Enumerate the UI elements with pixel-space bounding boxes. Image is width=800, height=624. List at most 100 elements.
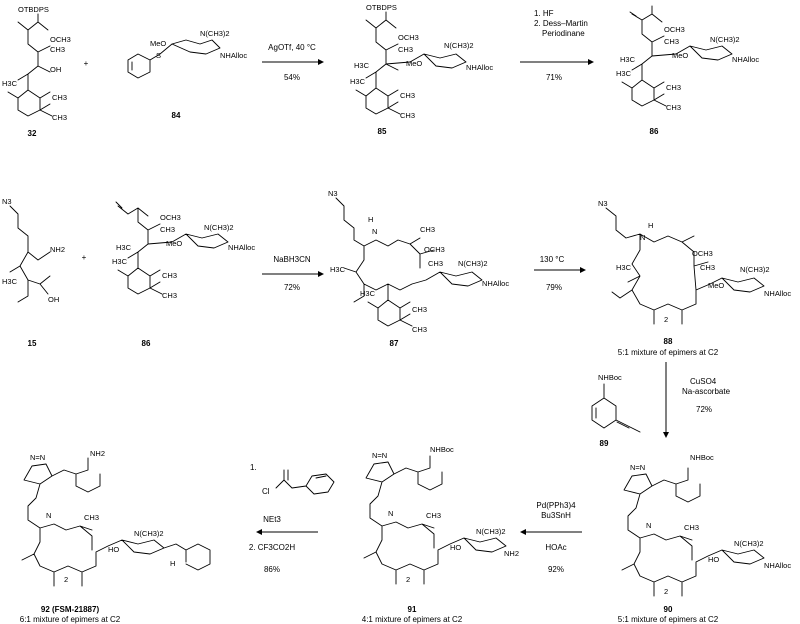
c87-label-10: H3C: [360, 289, 376, 298]
c91-caption: 4:1 mixture of epimers at C2: [362, 615, 463, 624]
c91-label-1: NHBoc: [430, 445, 454, 454]
c92-label-3: N: [46, 511, 51, 520]
c32-label-2: OCH3: [50, 35, 71, 44]
c87-label-6: CH3: [428, 259, 443, 268]
reaction-arrow-2: 1. HF 2. Dess–Martin Periodinane 71%: [520, 9, 594, 82]
c15-label-4: OH: [48, 295, 59, 304]
c86-label-1: OCH3: [664, 25, 685, 34]
r2-condition-3: Periodinane: [542, 29, 585, 38]
c90-label-5: N(CH3)2: [734, 539, 764, 548]
c85-label-7: NHAlloc: [466, 63, 493, 72]
c86b-label-5: N(CH3)2: [204, 223, 234, 232]
c92-label-4: CH3: [84, 513, 99, 522]
c86-label-4: MeO: [672, 51, 688, 60]
compound-number-92: 92 (FSM-21887): [41, 605, 100, 614]
c86-label-7: H3C: [616, 69, 632, 78]
c85-label-5: MeO: [406, 59, 422, 68]
r7-yield: 86%: [264, 565, 280, 574]
r6-yield: 92%: [548, 565, 564, 574]
c15-label-2: NH2: [50, 245, 65, 254]
c92-label-5: N(CH3)2: [134, 529, 164, 538]
c86-label-2: CH3: [664, 37, 679, 46]
compound-84: MeO S N(CH3)2 NHAlloc 84: [127, 29, 247, 120]
compound-number-89: 89: [600, 439, 609, 448]
reaction-arrow-1: AgOTf, 40 °C 54%: [262, 43, 324, 82]
c91-label-8: 2: [406, 575, 410, 584]
reaction-arrow-6: Pd(PPh3)4 Bu3SnH HOAc 92%: [520, 501, 582, 574]
c15-label-3: H3C: [2, 277, 18, 286]
c89-label-1: NHBoc: [598, 373, 622, 382]
compound-32: OTBDPS OCH3 CH3 OH H3C CH3 CH3 32: [2, 5, 71, 138]
c87-label-7: H3C: [330, 265, 346, 274]
r7-condition-4: 2. CF3CO2H: [249, 543, 295, 552]
c86-label-6: NHAlloc: [732, 55, 759, 64]
c87-label-11: CH3: [412, 305, 427, 314]
c90-caption: 5:1 mixture of epimers at C2: [618, 615, 719, 624]
c85-label-10: CH3: [400, 111, 415, 120]
c90-label-1: NHBoc: [690, 453, 714, 462]
compound-number-15: 15: [28, 339, 37, 348]
compound-number-86-row2: 86: [142, 339, 151, 348]
c88-caption: 5:1 mixture of epimers at C2: [618, 348, 719, 357]
c87-label-9: NHAlloc: [482, 279, 509, 288]
c88-label-5: CH3: [700, 263, 715, 272]
r7-condition-3: NEt3: [263, 515, 281, 524]
c91-label-6: HO: [450, 543, 461, 552]
c32-label-6: CH3: [52, 93, 67, 102]
c91-label-3: N: [388, 509, 393, 518]
c85-label-2: OCH3: [398, 33, 419, 42]
c88-label-3: N: [640, 233, 645, 242]
c87-label-4: CH3: [420, 225, 435, 234]
compound-90: NHBoc N=N N CH3 N(CH3)2 HO NHAlloc 2 90 …: [618, 453, 792, 624]
r5-condition-2: Na-ascorbate: [682, 387, 731, 396]
c86b-label-2: CH3: [160, 225, 175, 234]
c91-label-4: CH3: [426, 511, 441, 520]
c32-label-4: OH: [50, 65, 61, 74]
c90-label-6: HO: [708, 555, 719, 564]
reaction-arrow-5: CuSO4 Na-ascorbate 72%: [663, 362, 731, 438]
c90-label-8: 2: [664, 587, 668, 596]
c87-label-2: N: [372, 227, 377, 236]
c15-label-1: N3: [2, 197, 12, 206]
c86-label-3: H3C: [620, 55, 636, 64]
r4-condition-1: 130 °C: [540, 255, 565, 264]
c92-label-6: HO: [108, 545, 119, 554]
c85-label-9: CH3: [400, 91, 415, 100]
c87-label-3: H: [368, 215, 373, 224]
c88-label-7: MeO: [708, 281, 724, 290]
c85-label-4: H3C: [354, 61, 370, 70]
c86b-label-7: H3C: [112, 257, 128, 266]
c86b-label-6: NHAlloc: [228, 243, 255, 252]
c86-label-5: N(CH3)2: [710, 35, 740, 44]
c87-label-1: N3: [328, 189, 338, 198]
r7-condition-2: Cl: [262, 487, 270, 496]
c92-caption: 6:1 mixture of epimers at C2: [20, 615, 121, 624]
c92-label-1: NH2: [90, 449, 105, 458]
r6-condition-1: Pd(PPh3)4: [536, 501, 576, 510]
r5-yield: 72%: [696, 405, 712, 414]
compound-number-86-top: 86: [650, 127, 659, 136]
c86b-label-1: OCH3: [160, 213, 181, 222]
compound-91: NHBoc N=N N CH3 N(CH3)2 HO NH2 2 91 4:1 …: [362, 445, 519, 624]
c91-label-5: N(CH3)2: [476, 527, 506, 536]
plus-sign-2: +: [82, 253, 87, 262]
c85-label-3: CH3: [398, 45, 413, 54]
compound-85: OTBDPS OCH3 CH3 H3C MeO N(CH3)2 NHAlloc …: [350, 3, 493, 136]
r2-condition-1: 1. HF: [534, 9, 554, 18]
r1-condition-1: AgOTf, 40 °C: [268, 43, 316, 52]
c90-label-7: NHAlloc: [764, 561, 791, 570]
c88-label-6: N(CH3)2: [740, 265, 770, 274]
c88-label-4: OCH3: [692, 249, 713, 258]
c87-label-8: N(CH3)2: [458, 259, 488, 268]
c92-label-8: 2: [64, 575, 68, 584]
compound-87: N3 N H CH3 OCH3 CH3 H3C N(CH3)2 NHAlloc …: [328, 189, 509, 348]
c84-label-1: MeO: [150, 39, 166, 48]
c84-label-2: S: [156, 51, 161, 60]
c88-label-2: H: [648, 221, 653, 230]
c86-label-9: CH3: [666, 103, 681, 112]
c32-label-7: CH3: [52, 113, 67, 122]
c85-label-8: H3C: [350, 77, 366, 86]
compound-86-row2: OCH3 CH3 H3C MeO N(CH3)2 NHAlloc H3C CH3…: [112, 201, 255, 348]
c32-label-5: H3C: [2, 79, 18, 88]
c84-label-3: N(CH3)2: [200, 29, 230, 38]
